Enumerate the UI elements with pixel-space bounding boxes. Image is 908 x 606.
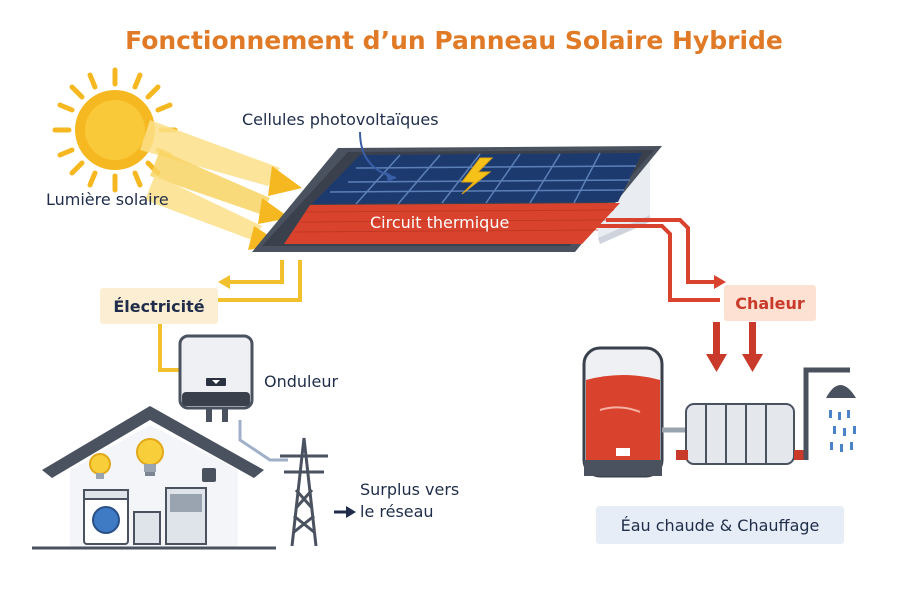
label-surplus-line1: Surplus vers (360, 480, 460, 499)
water-tank-icon (582, 346, 664, 478)
label-heat: Chaleur (724, 285, 816, 321)
electricity-flow-lines (158, 260, 302, 372)
label-electricity: Électricité (100, 288, 218, 324)
label-surplus-line2: le réseau (360, 502, 434, 521)
washing-machine-icon (83, 489, 129, 545)
label-sunlight: Lumière solaire (46, 190, 169, 209)
grid-cable (238, 420, 288, 462)
shower-icon (803, 367, 856, 460)
lightbulb-icon (89, 453, 111, 479)
label-pv-cells: Cellules photovoltaïques (242, 110, 439, 129)
lightning-icon (461, 157, 494, 195)
diagram-title: Fonctionnement d’un Panneau Solaire Hybr… (125, 26, 783, 55)
lightbulb-icon (136, 438, 164, 476)
appliance-icon (133, 468, 216, 545)
heat-flow-lines (576, 218, 720, 302)
inverter-icon (178, 334, 254, 422)
radiator-icon (676, 403, 806, 465)
heat-down-arrows (706, 322, 763, 372)
label-hot-water: Éau chaude & Chauffage (596, 506, 844, 544)
label-thermal-circuit: Circuit thermique (370, 213, 510, 232)
label-inverter: Onduleur (264, 372, 339, 391)
power-pylon-icon (280, 437, 328, 547)
thermal-circuit-plate (284, 203, 620, 244)
solar-panel (252, 146, 662, 252)
